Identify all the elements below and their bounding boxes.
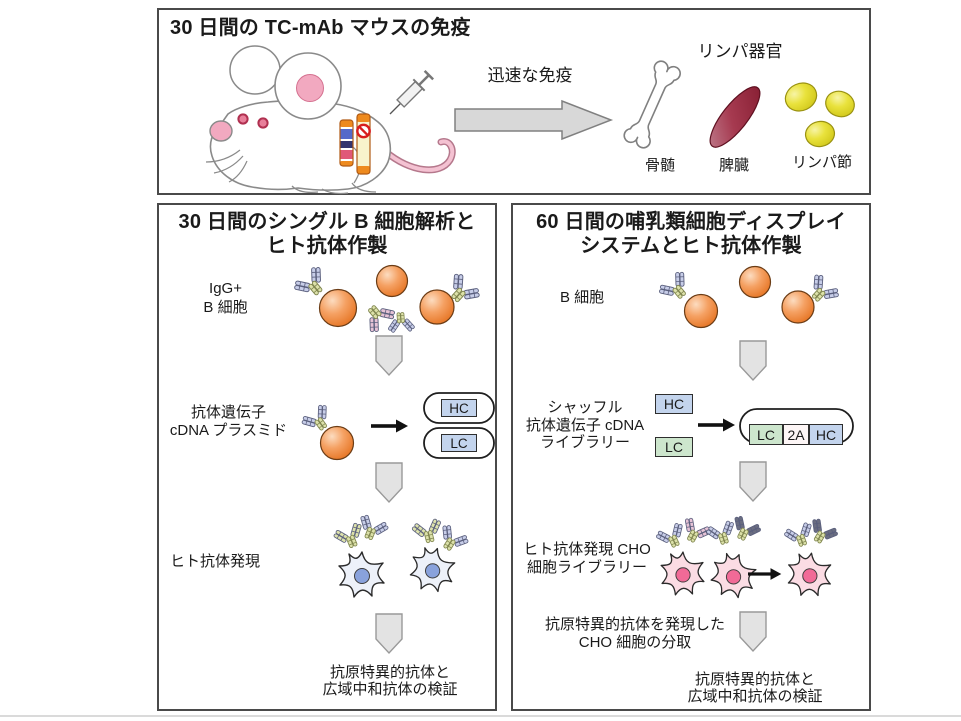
expression-cell-group	[331, 512, 472, 598]
mouse-ear-inner	[296, 74, 324, 102]
mouse-eye	[237, 113, 249, 125]
cassette-lc-box: LC	[749, 424, 783, 445]
b-cell-icon	[781, 290, 815, 324]
b-cell-icon	[683, 293, 719, 329]
gene-plasmid-label: 抗体遺伝子 cDNA プラスミド	[169, 404, 288, 439]
igg-bcell-group	[290, 262, 484, 337]
bone-marrow-icon	[621, 58, 684, 151]
mouse-icon	[205, 45, 456, 195]
chromosome-knockout-icon	[356, 113, 371, 175]
bcell-label: B 細胞	[560, 289, 605, 306]
hc-box: HC	[441, 399, 477, 417]
shuffle-library-label: シャッフル 抗体遺伝子 cDNA ライブラリー	[525, 399, 645, 451]
mouse-back-ear	[229, 45, 281, 95]
mouse-eye	[257, 117, 269, 129]
expression-label: ヒト抗体発現	[170, 553, 261, 570]
cho-library-group	[653, 513, 841, 602]
expression-cell-icon	[338, 551, 385, 598]
slide-bottom-edge	[0, 715, 961, 717]
b-cell-icon	[318, 288, 358, 328]
single-bcell-panel-title: 30 日間のシングル B 細胞解析と ヒト抗体作製	[159, 210, 495, 258]
b-cell-icon	[738, 265, 772, 299]
antibody-icon	[433, 521, 472, 558]
rapid-immunization-label: 迅速な免疫	[487, 66, 573, 85]
b-cell-icon	[375, 264, 409, 298]
display-panel-title: 60 日間の哺乳類細胞ディスプレイ システムとヒト抗体作製	[513, 210, 869, 258]
flow-down-arrow-icon	[375, 335, 403, 376]
hc-box: HC	[655, 394, 693, 414]
antibody-icon	[803, 515, 841, 550]
title-line: 60 日間の哺乳類細胞ディスプレイ	[536, 211, 846, 233]
immunization-arrow	[454, 99, 614, 141]
right-result-label: 抗原特異的抗体と 広域中和抗体の検証	[687, 671, 823, 705]
cho-cell-icon	[786, 550, 833, 598]
lymphoid-organs-heading: リンパ器官	[697, 42, 783, 61]
to-vector-arrow	[698, 418, 735, 432]
cassette-2a-box: 2A	[783, 424, 809, 445]
lc-box: LC	[655, 437, 693, 457]
bcell-group	[655, 265, 843, 329]
antibody-icon	[704, 518, 740, 549]
antibody-icon	[409, 516, 446, 547]
lymph-node-icon	[784, 82, 855, 148]
spleen-label: 脾臓	[718, 157, 749, 174]
flow-down-arrow-icon	[739, 340, 767, 381]
cho-cell-icon	[660, 551, 705, 596]
b-cell-icon	[319, 425, 355, 461]
title-line: 30 日間のシングル B 細胞解析と	[178, 211, 476, 233]
cho-library-label: ヒト抗体発現 CHO 細胞ライブラリー	[523, 541, 651, 576]
title-line: ヒト抗体作製	[266, 235, 388, 257]
to-plasmid-arrow	[371, 419, 408, 433]
chromosome-icon	[339, 119, 354, 167]
antibody-icon	[781, 519, 818, 552]
bone-marrow-label: 骨髄	[644, 157, 675, 174]
syringe-icon	[389, 69, 435, 115]
display-system-panel	[511, 203, 871, 711]
b-cell-icon	[419, 289, 455, 325]
title-line: システムとヒト抗体作製	[580, 235, 802, 257]
mouse-nose	[209, 120, 233, 142]
antibody-icon	[726, 513, 764, 547]
lymph-node-label: リンパ節	[791, 154, 852, 171]
left-result-label: 抗原特異的抗体と 広域中和抗体の検証	[322, 664, 458, 698]
spleen-icon	[709, 86, 761, 148]
lc-box: LC	[441, 434, 477, 452]
flow-down-arrow-icon	[739, 461, 767, 502]
flow-down-arrow-icon	[375, 462, 403, 503]
expression-cell-icon	[406, 543, 459, 596]
flow-down-arrow-icon	[375, 613, 403, 654]
immunization-panel-title: 30 日間の TC-mAb マウスの免疫	[170, 17, 471, 39]
igg-bcell-label: IgG+ B 細胞	[203, 280, 248, 316]
cho-sort-label: 抗原特異的抗体を発現した CHO 細胞の分取	[544, 616, 725, 651]
cassette-hc-box: HC	[809, 424, 843, 445]
